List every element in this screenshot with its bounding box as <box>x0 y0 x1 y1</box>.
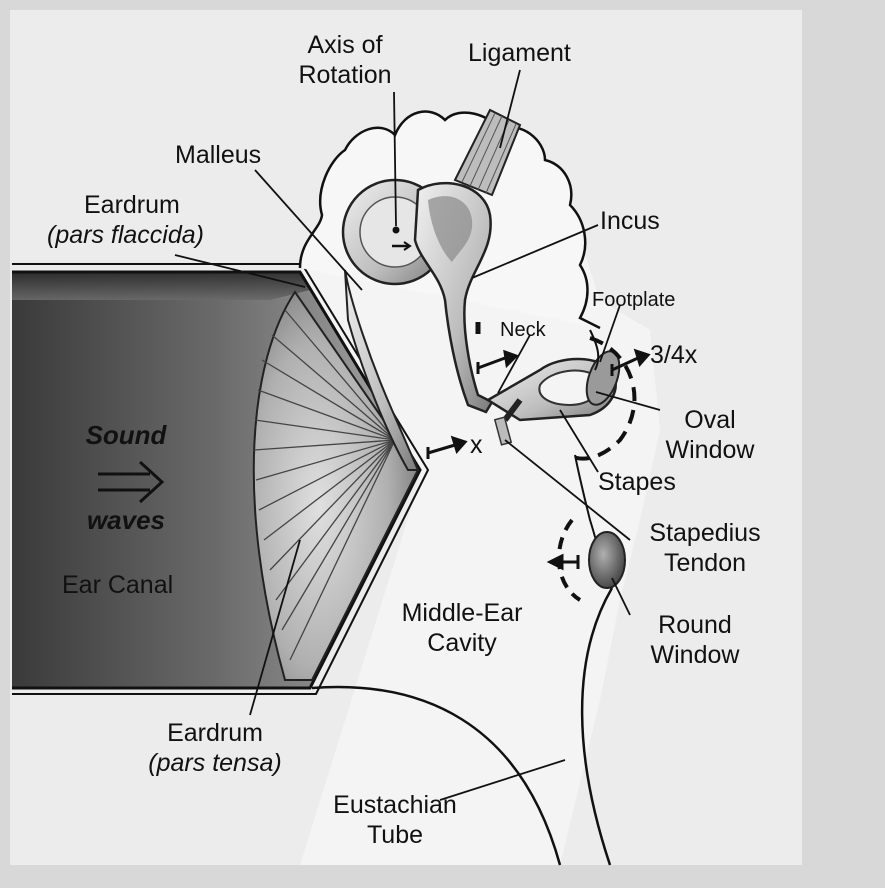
round-window-label: Round Window <box>640 610 750 670</box>
eustachian-tube-label: Eustachian Tube <box>320 790 470 850</box>
middle-ear-cavity-label: Middle-Ear Cavity <box>392 598 532 658</box>
stapes-label: Stapes <box>598 467 676 497</box>
ligament-label: Ligament <box>468 38 571 68</box>
oval-window-label: Oval Window <box>655 405 765 465</box>
ear-canal-top-shadow <box>12 272 310 300</box>
eardrum-flaccida-label: Eardrum (pars flaccida) <box>82 190 204 250</box>
incus-label: Incus <box>600 206 660 236</box>
round-window-membrane <box>589 532 625 588</box>
waves-label: waves <box>66 505 186 535</box>
axis-of-rotation-dot <box>393 227 400 234</box>
footplate-label: Footplate <box>592 288 675 312</box>
axis-of-rotation-label: Axis of Rotation <box>290 30 400 90</box>
ear-canal-label: Ear Canal <box>62 570 173 600</box>
sound-label: Sound <box>66 420 186 450</box>
three-quarter-x-label: 3/4x <box>650 340 697 370</box>
malleus-label: Malleus <box>175 140 261 170</box>
neck-label: Neck <box>500 318 546 342</box>
eardrum-tensa-label: Eardrum (pars tensa) <box>135 718 295 778</box>
stapedius-tendon-label: Stapedius Tendon <box>630 518 780 578</box>
x-label: x <box>470 430 483 460</box>
